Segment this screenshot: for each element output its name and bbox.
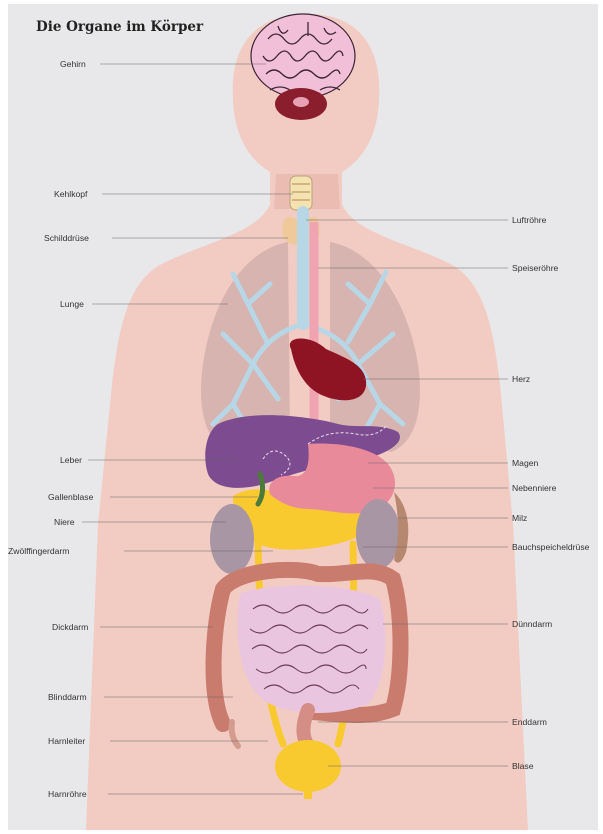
diagram-panel: Die Organe im Körper Gehirn Kehlkopf Sch… [8,4,598,830]
label-blinddarm: Blinddarm [48,692,87,702]
label-kehlkopf: Kehlkopf [54,189,87,199]
diagram-title: Die Organe im Körper [36,19,203,35]
label-herz: Herz [512,374,530,384]
left-kidney [210,504,254,574]
label-lunge: Lunge [60,299,84,309]
brainstem-core [293,97,309,107]
label-harnleiter: Harnleiter [48,736,85,746]
label-magen: Magen [512,458,538,468]
label-niere: Niere [54,517,75,527]
label-harnroehre: Harnröhre [48,789,87,799]
label-bauchspeicheldruese: Bauchspeicheldrüse [512,542,598,552]
label-speiseroehre: Speiseröhre [512,263,558,273]
right-kidney [356,499,400,569]
anatomy-illustration [8,4,598,830]
label-duenndarm: Dünndarm [512,619,552,629]
label-gehirn: Gehirn [60,59,86,69]
label-leber: Leber [60,455,82,465]
label-milz: Milz [512,513,527,523]
label-gallenblase: Gallenblase [48,492,93,502]
rectum [303,710,308,742]
label-blase: Blase [512,761,534,771]
label-nebenniere: Nebenniere [512,483,556,493]
larynx [290,176,312,210]
label-enddarm: Enddarm [512,717,547,727]
label-schilddruese: Schilddrüse [44,233,89,243]
label-dickdarm: Dickdarm [52,622,88,632]
label-luftroehre: Luftröhre [512,215,546,225]
small-intestine [238,586,386,713]
brain [251,14,355,98]
label-zwoelffingerdarm: Zwölffingerdarm [8,546,69,556]
